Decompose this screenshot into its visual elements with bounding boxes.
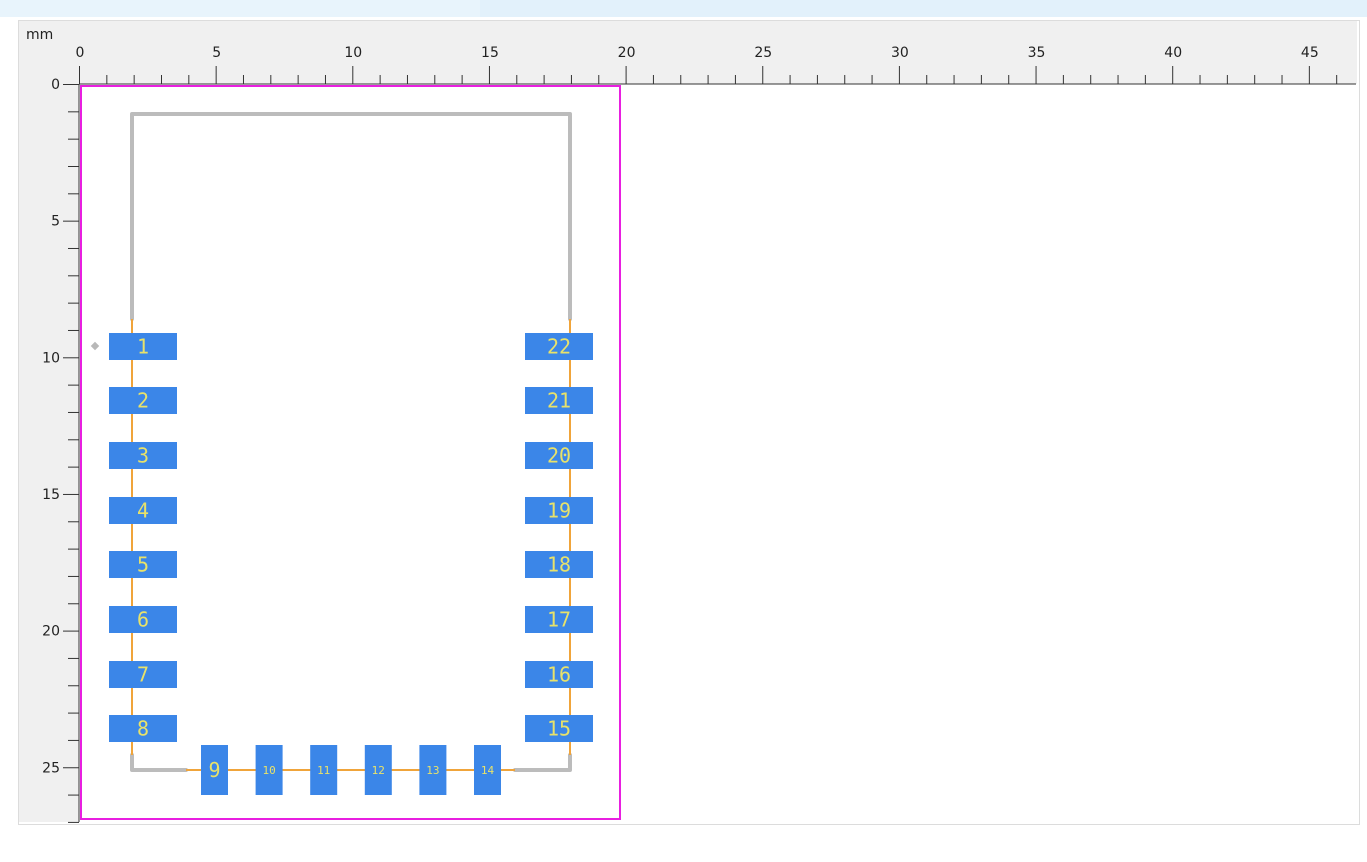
pad[interactable] — [525, 497, 593, 524]
pad[interactable] — [109, 551, 177, 578]
courtyard-boundary[interactable] — [80, 85, 621, 820]
pad-label: 16 — [547, 663, 571, 687]
pad[interactable] — [525, 551, 593, 578]
pad[interactable] — [109, 661, 177, 688]
pad-label: 5 — [137, 553, 149, 577]
courtyard-rect[interactable] — [80, 85, 621, 820]
pad-label: 1 — [137, 335, 149, 359]
top-toolbar-strip — [0, 0, 1367, 17]
silkscreen-bottom-left — [130, 753, 188, 772]
vertical-ruler: 0 5 10 15 20 25 — [19, 77, 80, 823]
pad-label: 21 — [547, 389, 571, 413]
pad-label: 2 — [137, 389, 149, 413]
pad-label: 11 — [317, 764, 330, 777]
pad-label: 22 — [547, 335, 571, 359]
pad-label: 12 — [372, 764, 385, 777]
pad[interactable] — [364, 745, 392, 795]
trace-lines — [131, 319, 571, 771]
pad[interactable] — [109, 387, 177, 414]
pin-1-marker-icon — [90, 341, 100, 351]
ruler-left-label: 5 — [51, 214, 60, 230]
pad[interactable] — [419, 745, 447, 795]
pad-label: 6 — [137, 608, 149, 632]
ruler-left-bg — [19, 84, 79, 822]
ruler-top-label: 10 — [344, 45, 362, 61]
ruler-top-label: 15 — [481, 45, 499, 61]
pad[interactable] — [201, 745, 228, 795]
pad-label: 14 — [481, 764, 495, 777]
pin-1-marker — [90, 341, 100, 351]
silkscreen-outline — [130, 112, 572, 772]
ruler-left-label: 25 — [42, 760, 60, 776]
pad[interactable] — [525, 715, 593, 742]
pad[interactable] — [255, 745, 283, 795]
pad-label: 3 — [137, 444, 149, 468]
pad-label: 9 — [208, 758, 220, 782]
pad[interactable] — [525, 387, 593, 414]
ruler-top-label: 45 — [1301, 45, 1319, 61]
pad[interactable] — [109, 715, 177, 742]
ruler-left-label: 15 — [42, 487, 60, 503]
ruler-left-label: 10 — [42, 350, 60, 366]
units-label: mm — [26, 27, 54, 43]
pad[interactable] — [525, 661, 593, 688]
pad-label: 15 — [547, 717, 571, 741]
footprint-canvas-viewport[interactable] — [18, 20, 1360, 825]
ruler-top-label: 5 — [212, 45, 221, 61]
pad-label: 7 — [137, 663, 149, 687]
ruler-top-label: 25 — [754, 45, 772, 61]
ruler-top-label: 40 — [1164, 45, 1182, 61]
pad[interactable] — [525, 333, 593, 360]
ruler-top-label: 35 — [1028, 45, 1046, 61]
pad-label: 20 — [547, 444, 571, 468]
ruler-left-label: 0 — [51, 77, 60, 93]
pad-label: 8 — [137, 717, 149, 741]
silkscreen-bottom-right — [513, 753, 572, 772]
silkscreen-top — [130, 112, 572, 321]
ruler-top-bg — [19, 21, 1357, 84]
pad-label: 17 — [547, 608, 571, 632]
pad[interactable] — [525, 606, 593, 633]
ruler-left-label: 20 — [42, 624, 60, 640]
ruler-top-label: 20 — [618, 45, 636, 61]
pad[interactable] — [109, 442, 177, 469]
pad-label: 18 — [547, 553, 571, 577]
ruler-top-label: 30 — [891, 45, 909, 61]
pad[interactable] — [310, 745, 338, 795]
pad-label: 4 — [137, 499, 149, 523]
horizontal-ruler: 0 5 10 15 20 25 30 35 40 45 — [19, 21, 1357, 85]
toolbar-highlight — [480, 0, 1367, 17]
ruler-top-label: 0 — [76, 45, 85, 61]
pad[interactable] — [109, 606, 177, 633]
pad-label: 19 — [547, 499, 571, 523]
pad[interactable] — [525, 442, 593, 469]
pad-label: 10 — [262, 764, 275, 777]
pad-label: 13 — [426, 764, 439, 777]
pad[interactable] — [109, 497, 177, 524]
pad[interactable] — [474, 745, 501, 795]
pad[interactable] — [109, 333, 177, 360]
